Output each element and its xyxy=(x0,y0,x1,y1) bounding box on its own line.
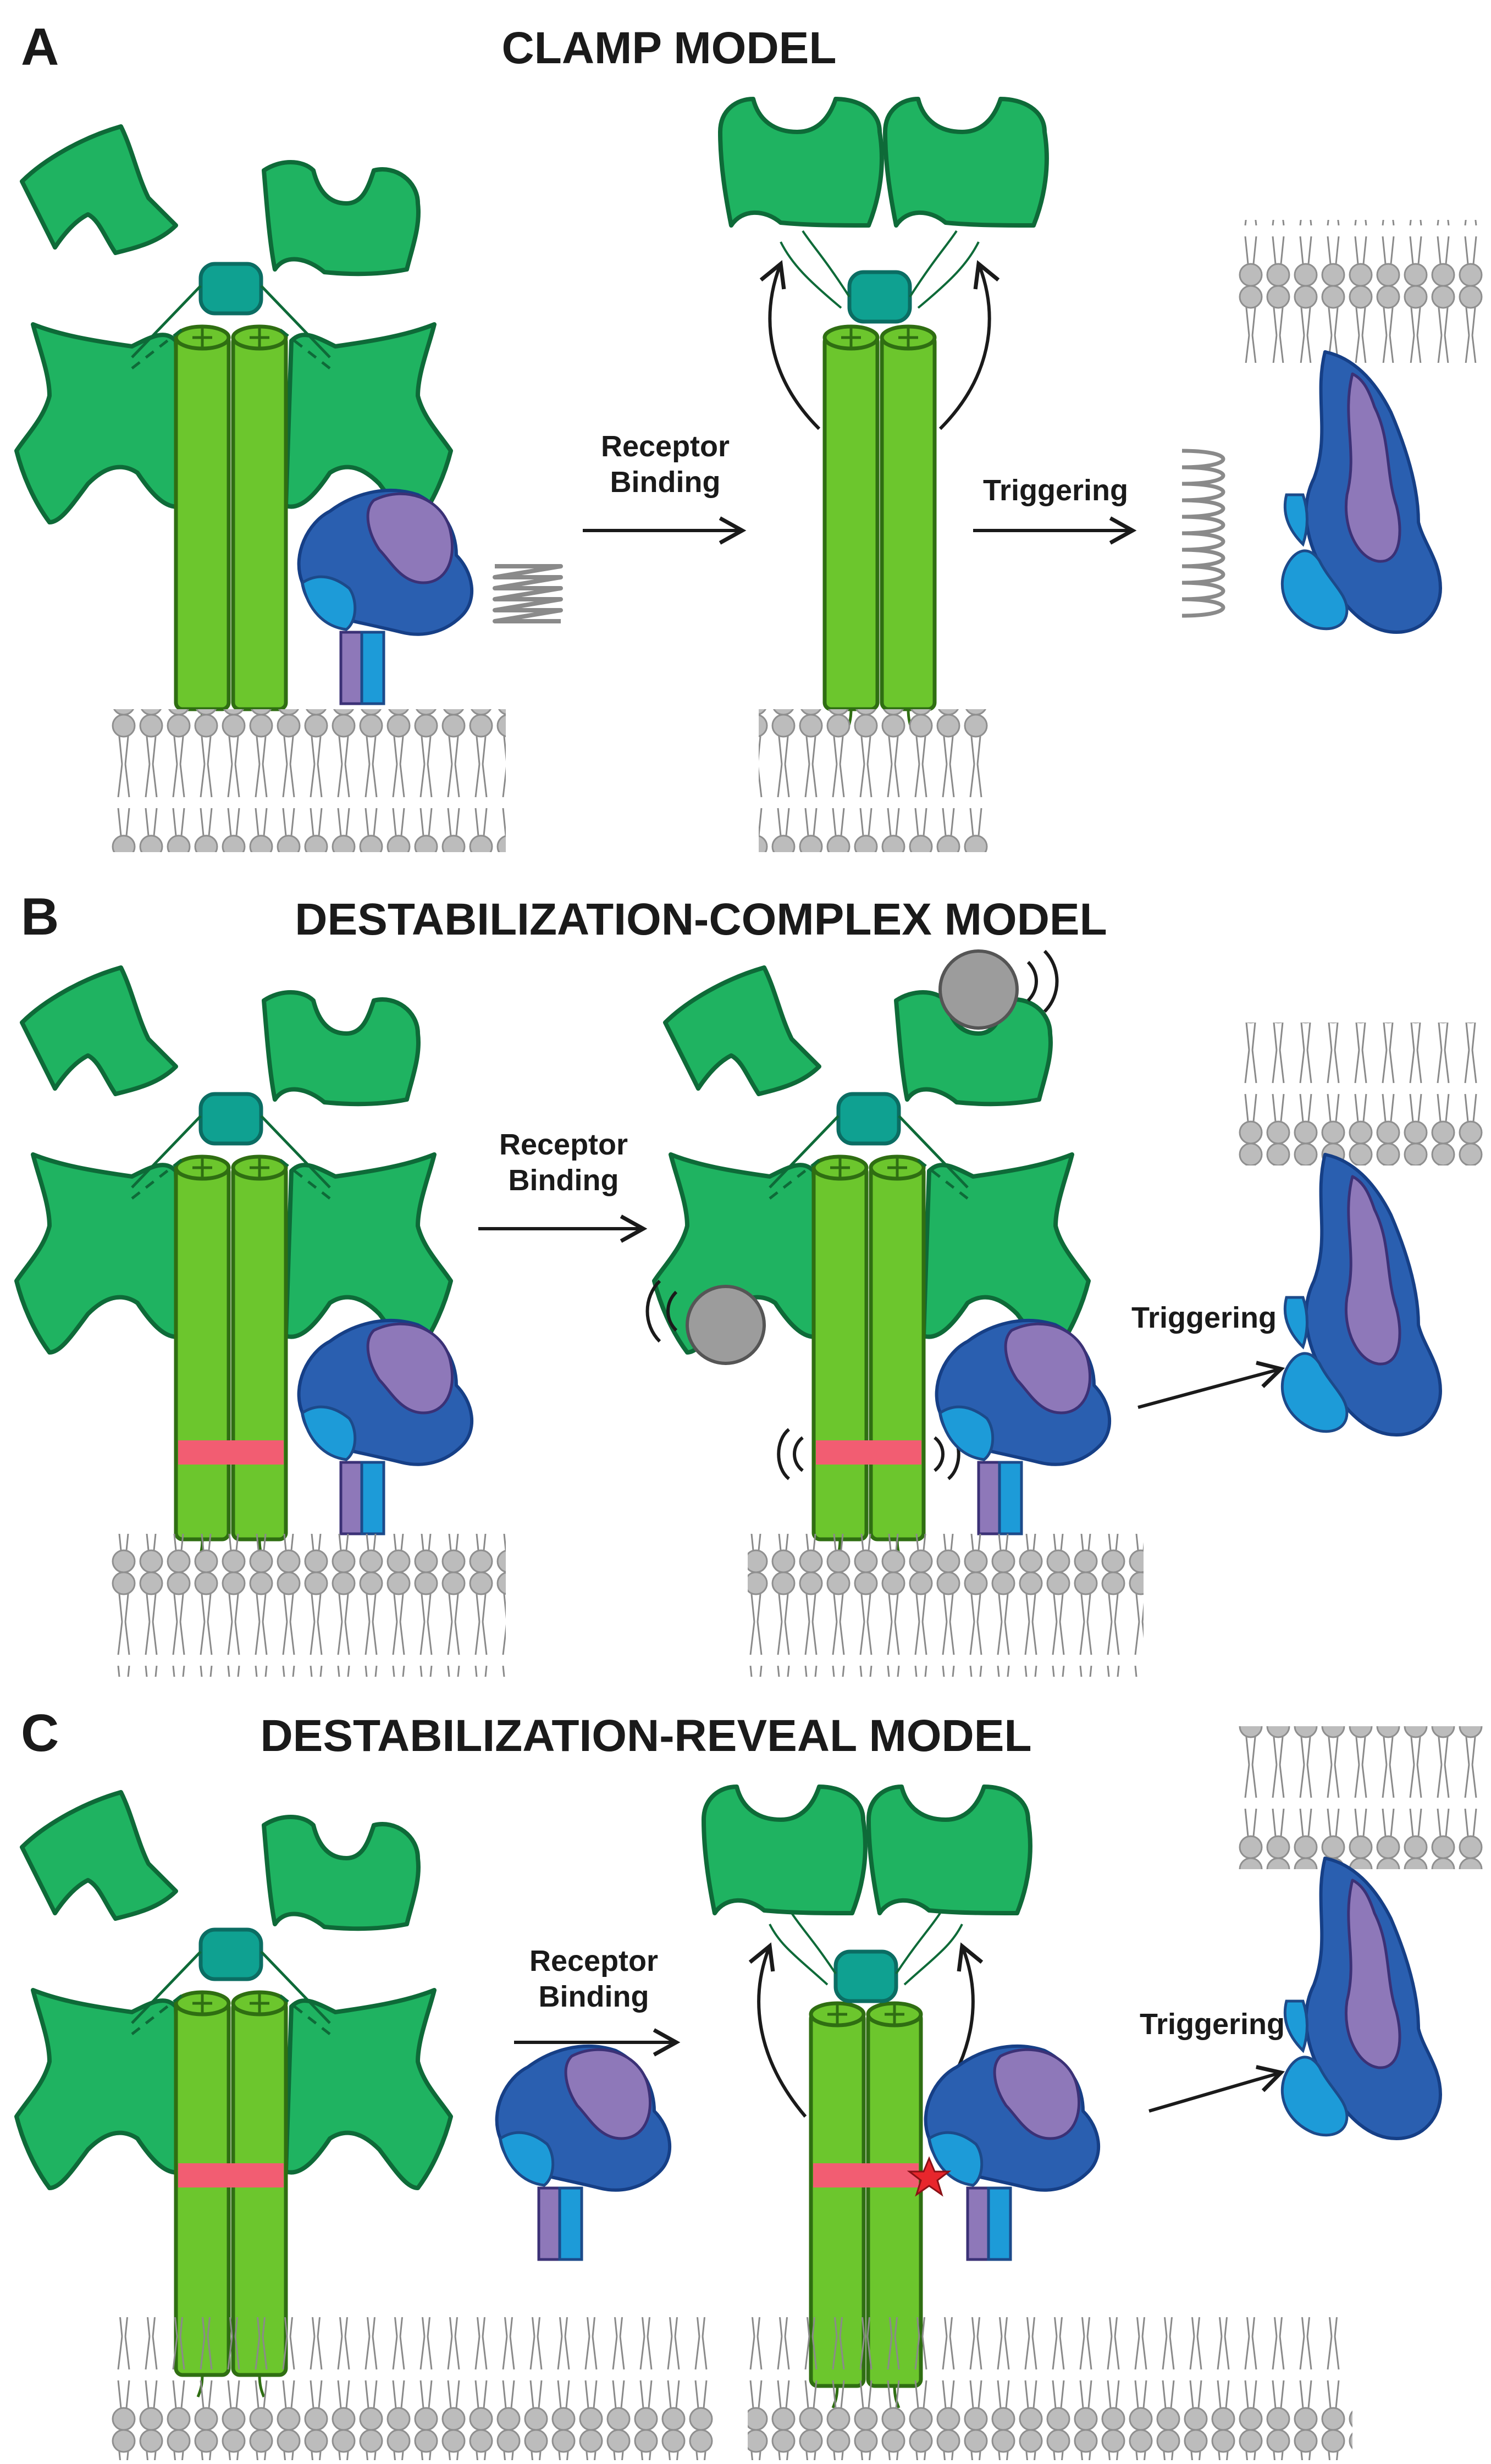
panel-a-spring-released-icon xyxy=(1181,449,1225,618)
panel-c-letter: C xyxy=(21,1704,59,1763)
panel-b-step1-arrow: Receptor Binding xyxy=(478,1128,648,1243)
svg-text:Triggering: Triggering xyxy=(1140,2008,1285,2041)
panel-c-stage1-attachment-protein xyxy=(16,1792,451,2397)
panel-b-prefusion-f-1 xyxy=(299,1321,472,1534)
panel-b-target-membrane xyxy=(1237,1023,1484,1165)
panel-c-stage2-attachment-protein xyxy=(704,1787,1030,2408)
panel-c-membrane-1 xyxy=(110,2317,715,2460)
panel-b-membrane-2 xyxy=(748,1534,1144,1677)
panel-a-membrane-1 xyxy=(110,709,506,852)
panel-a-stage1-attachment-protein xyxy=(16,126,451,731)
panel-c-step2-arrow: Triggering xyxy=(1140,2008,1285,2113)
panel-a-target-membrane xyxy=(1237,220,1484,363)
panel-b-postfusion-f xyxy=(1282,1154,1440,1435)
svg-text:Receptor: Receptor xyxy=(499,1128,628,1161)
panel-a-postfusion-f xyxy=(1282,352,1440,632)
svg-text:Triggering: Triggering xyxy=(983,474,1128,507)
panel-b-title: DESTABILIZATION-COMPLEX MODEL xyxy=(295,894,1107,944)
panel-b-receptor-ligand-2 xyxy=(686,1285,766,1365)
svg-text:Binding: Binding xyxy=(539,1980,649,2013)
panel-b-prefusion-f-2 xyxy=(937,1321,1109,1534)
panel-a-title: CLAMP MODEL xyxy=(502,23,837,73)
panel-c: C DESTABILIZATION-REVEAL MODEL Receptor … xyxy=(16,1704,1484,2460)
panel-a-prefusion-f xyxy=(299,490,472,704)
panel-a-letter: A xyxy=(21,18,59,76)
panel-b: B DESTABILIZATION-COMPLEX MODEL Receptor… xyxy=(16,887,1484,1677)
panel-c-destabilizing-region-1 xyxy=(178,2163,284,2187)
panel-b-letter: B xyxy=(21,887,59,946)
panel-c-step1-arrow: Receptor Binding xyxy=(514,1944,681,2057)
panel-a-spring-compressed-icon xyxy=(493,564,563,623)
panel-a-membrane-2 xyxy=(759,709,990,852)
svg-text:Binding: Binding xyxy=(610,466,721,499)
panel-c-prefusion-f-1 xyxy=(497,2046,670,2259)
panel-b-step2-arrow: Triggering xyxy=(1131,1301,1285,1409)
panel-b-vibration-icon-3 xyxy=(777,1428,804,1480)
panel-c-destabilizing-region-2 xyxy=(813,2163,919,2187)
svg-text:Receptor: Receptor xyxy=(529,1944,658,1977)
panel-b-receptor-ligand-1 xyxy=(938,949,1019,1030)
panel-c-target-membrane xyxy=(1237,1726,1484,1869)
panel-b-membrane-1 xyxy=(110,1534,506,1677)
panel-b-stage1-attachment-protein xyxy=(16,968,451,1561)
svg-text:Triggering: Triggering xyxy=(1131,1301,1277,1334)
panel-b-vibration-icon-1 xyxy=(1026,949,1059,1013)
panel-c-interaction-star-icon xyxy=(907,2156,952,2197)
panel-a-step1-arrow: Receptor Binding xyxy=(583,430,747,545)
panel-c-prefusion-f-2 xyxy=(926,2046,1098,2259)
svg-text:Binding: Binding xyxy=(509,1164,619,1197)
panel-a-stage2-attachment-protein xyxy=(720,99,1047,731)
svg-text:Receptor: Receptor xyxy=(601,430,730,463)
panel-b-vibration-icon-2 xyxy=(645,1279,678,1343)
panel-b-destabilizing-region-1 xyxy=(178,1440,284,1465)
panel-c-postfusion-f xyxy=(1282,1858,1440,2139)
panel-c-membrane-2 xyxy=(748,2317,1352,2460)
panel-a-step2-arrow: Triggering xyxy=(973,474,1137,545)
panel-b-stage2-attachment-protein xyxy=(645,949,1089,1561)
panel-b-destabilizing-region-2 xyxy=(816,1440,921,1465)
panel-c-title: DESTABILIZATION-REVEAL MODEL xyxy=(260,1711,1031,1761)
panel-a: A CLAMP MODEL Receptor Binding xyxy=(16,18,1484,852)
